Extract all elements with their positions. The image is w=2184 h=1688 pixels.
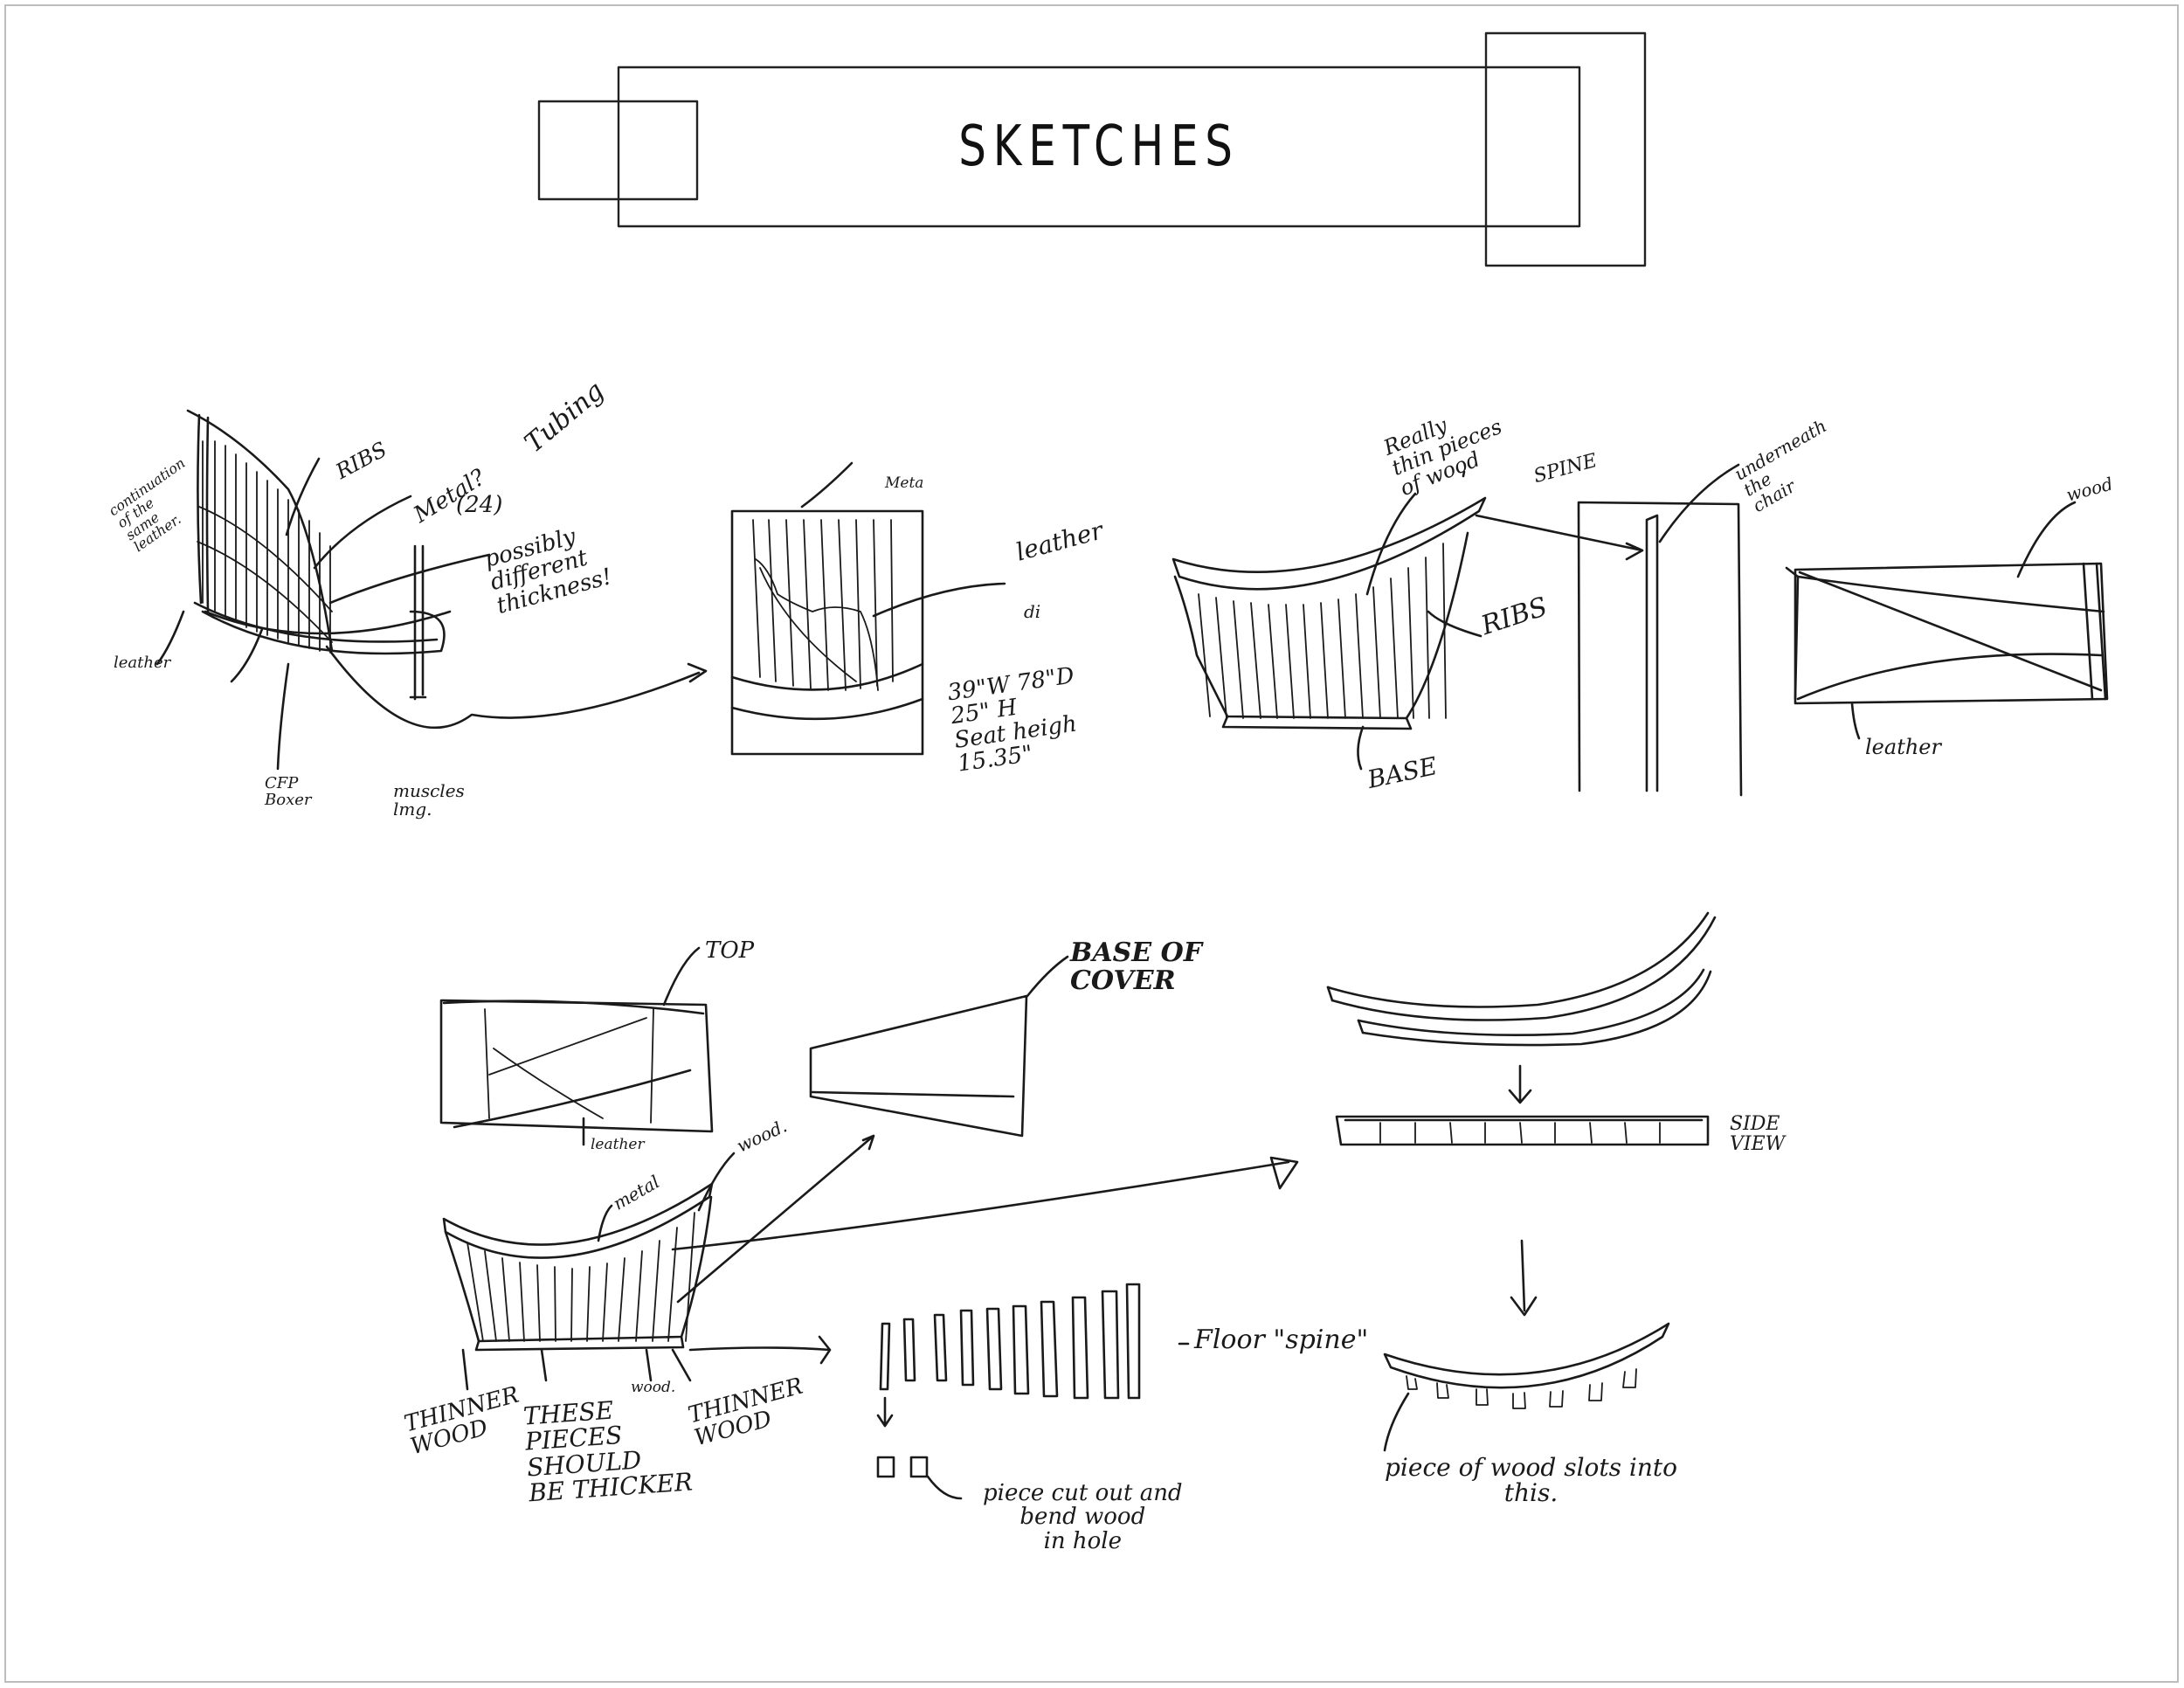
note-leather-right: leather xyxy=(1865,735,1941,759)
sketch-chair-ribbed xyxy=(442,1134,1299,1391)
note-meta: Meta xyxy=(885,474,924,492)
page-border xyxy=(4,4,2179,1683)
sketch-top-view-right xyxy=(1785,501,2109,740)
sketch-base-of-cover xyxy=(809,955,1069,1138)
note-piece-of-wood-slots: piece of wood slots into this. xyxy=(1385,1453,1678,1508)
sketch-chair-perspective xyxy=(156,409,708,771)
header-frame xyxy=(537,31,1647,267)
note-leather-mid-mark: di xyxy=(1024,601,1041,622)
note-metal-count: (24) xyxy=(456,492,503,518)
note-base-of-cover: BASE OF COVER xyxy=(1070,937,1203,996)
sketch-underneath xyxy=(1577,463,1743,797)
note-top: TOP xyxy=(705,937,755,964)
page-title: SKETCHES xyxy=(958,114,1240,179)
note-wood-small: wood. xyxy=(631,1379,676,1396)
note-floor-spine: Floor "spine" xyxy=(1194,1325,1369,1355)
sketch-chair-base xyxy=(1171,470,1644,771)
note-muscles: muscles lmg. xyxy=(393,780,465,820)
sketch-floor-spine xyxy=(876,1283,1190,1500)
note-leather-bottom: leather xyxy=(591,1136,645,1153)
note-leather-left: leather xyxy=(114,654,171,672)
note-cfp: CFP Boxer xyxy=(265,774,312,809)
sketch-top-rect xyxy=(439,946,714,1146)
note-these-pieces: THESE PIECES SHOULD BE THICKER xyxy=(522,1395,694,1508)
sketch-bent-lamination xyxy=(1326,911,1717,1452)
note-piece-cut-out: piece cut out and bend wood in hole xyxy=(983,1480,1183,1554)
sketch-closeup-frame xyxy=(730,461,1006,756)
note-dimensions: 39"W 78"D 25" H Seat heigh 15.35" xyxy=(945,662,1079,778)
note-side-view: SIDE VIEW xyxy=(1730,1113,1786,1156)
